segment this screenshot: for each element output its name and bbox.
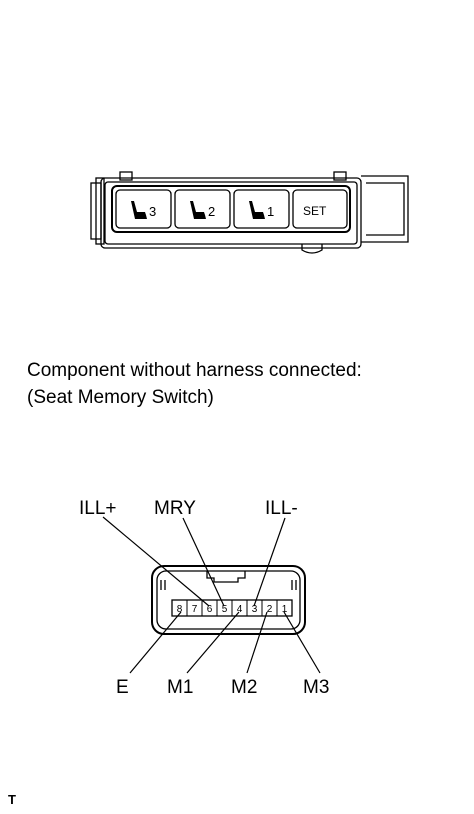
switch-button-2: 2 [174, 189, 231, 229]
leader-lines [102, 516, 321, 674]
label-m3: M3 [303, 677, 329, 698]
caption: Component without harness connected: (Se… [27, 357, 362, 411]
button-label: 1 [267, 204, 274, 219]
button-label: 3 [149, 204, 156, 219]
pin-7: 7 [192, 604, 198, 615]
pin-4: 4 [237, 604, 243, 615]
pin-1: 1 [282, 604, 288, 615]
button-label: 2 [208, 204, 215, 219]
caption-line-1: Component without harness connected: [27, 360, 362, 381]
pin-2: 2 [267, 604, 273, 615]
switch-body [90, 171, 409, 254]
label-m1: M1 [167, 677, 193, 698]
pin-5: 5 [222, 604, 228, 615]
seat-icon [190, 201, 206, 219]
connector-housing [151, 565, 306, 635]
button-label: SET [303, 204, 327, 218]
seat-icon [131, 201, 147, 219]
pin-6: 6 [207, 604, 213, 615]
label-ill-plus: ILL+ [79, 498, 117, 519]
label-m2: M2 [231, 677, 257, 698]
switch-button-1: 1 [233, 189, 290, 229]
switch-button-3: 3 [115, 189, 172, 229]
pin-row: 8 7 6 5 4 3 2 1 [171, 599, 293, 617]
switch-button-set: SET [292, 189, 348, 229]
caption-line-2: (Seat Memory Switch) [27, 387, 214, 408]
pin-3: 3 [252, 604, 258, 615]
seat-icon [249, 201, 265, 219]
label-ill-minus: ILL- [265, 498, 298, 519]
label-e: E [116, 677, 129, 698]
footer-mark: T [8, 792, 16, 807]
label-mry: MRY [154, 498, 196, 519]
pin-8: 8 [177, 604, 183, 615]
